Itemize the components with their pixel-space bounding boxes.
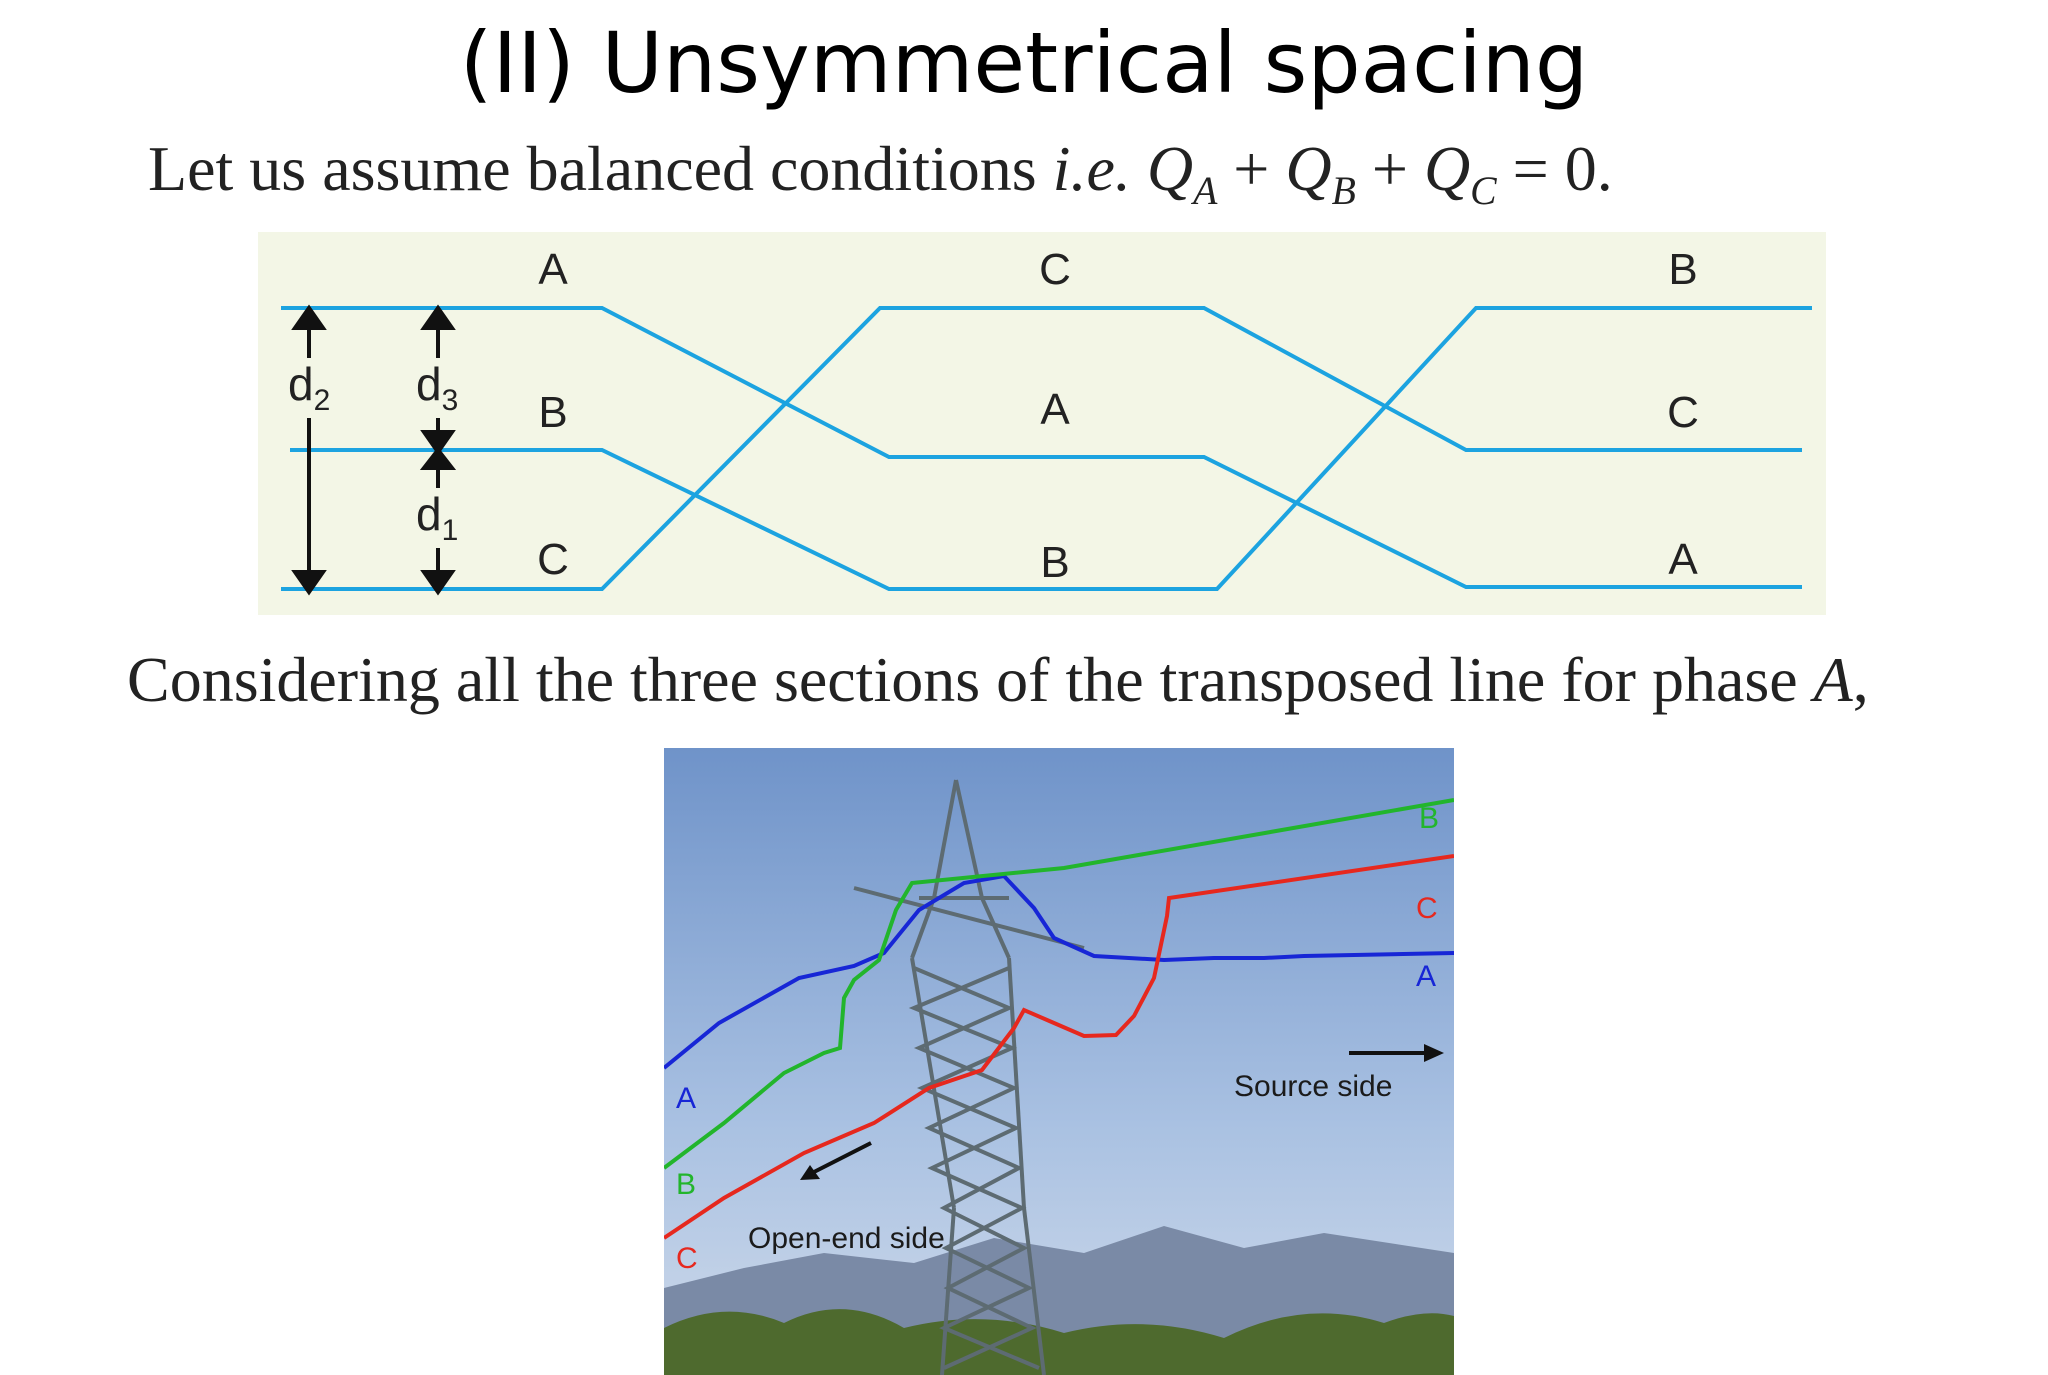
phase-b-top-label: B bbox=[1419, 802, 1439, 835]
open-end-side-label: Open-end side bbox=[748, 1222, 945, 1255]
phase-symbol: A bbox=[1813, 644, 1853, 715]
vegetation bbox=[664, 1309, 1454, 1375]
phase-a-left-label: A bbox=[676, 1082, 696, 1115]
tower-lattice bbox=[853, 779, 1085, 1375]
phase-b-left-label: B bbox=[676, 1168, 696, 1201]
source-arrowhead bbox=[1424, 1044, 1444, 1062]
phase-b-wire bbox=[664, 798, 1454, 1170]
phase-c-conductor bbox=[281, 306, 1802, 591]
equals-zero: = 0. bbox=[1496, 133, 1613, 204]
source-side-label: Source side bbox=[1234, 1070, 1392, 1103]
ie-abbrev: i.e. bbox=[1052, 133, 1131, 204]
balanced-condition-statement: Let us assume balanced conditions i.e. Q… bbox=[148, 132, 1613, 214]
section3-bottom-label: A bbox=[1668, 535, 1698, 584]
dim-d3-label: d3 bbox=[416, 358, 458, 417]
dim-d1-label: d1 bbox=[416, 488, 458, 547]
statement-tail: , bbox=[1852, 644, 1869, 715]
transmission-tower-photo: B C A A B C Source side Open-end side bbox=[664, 748, 1454, 1375]
statement-prefix: Let us assume balanced conditions bbox=[148, 133, 1053, 204]
phase-c-wire bbox=[664, 854, 1454, 1240]
section2-mid-label: A bbox=[1040, 385, 1070, 434]
dim-d2-label: d2 bbox=[288, 358, 330, 417]
section1-top-label: A bbox=[538, 245, 568, 294]
open-end-arrowhead bbox=[800, 1165, 820, 1180]
section1-bottom-label: C bbox=[537, 535, 569, 584]
plus-sign: + bbox=[1217, 133, 1286, 204]
transposition-diagram: d2 d3 d1 A C B B A C C B A bbox=[258, 232, 1826, 615]
section3-top-label: B bbox=[1668, 245, 1697, 294]
statement-text: Considering all the three sections of th… bbox=[127, 644, 1814, 715]
section2-top-label: C bbox=[1039, 245, 1071, 294]
phase-b-conductor bbox=[290, 306, 1812, 591]
phase-a-top-label: A bbox=[1416, 960, 1436, 993]
plus-sign: + bbox=[1355, 133, 1424, 204]
section2-bottom-label: B bbox=[1040, 538, 1069, 587]
section1-mid-label: B bbox=[538, 388, 567, 437]
diagram-background bbox=[258, 232, 1826, 615]
q-c-symbol: QC bbox=[1423, 133, 1497, 213]
q-b-symbol: QB bbox=[1285, 133, 1356, 213]
section3-mid-label: C bbox=[1667, 388, 1699, 437]
q-a-symbol: QA bbox=[1146, 133, 1218, 213]
phase-a-conductor bbox=[281, 306, 1802, 589]
transposed-line-statement: Considering all the three sections of th… bbox=[127, 643, 1869, 717]
page-title: (II) Unsymmetrical spacing bbox=[459, 14, 1589, 112]
phase-a-wire bbox=[664, 873, 1454, 1070]
phase-c-top-label: C bbox=[1416, 892, 1438, 925]
phase-c-left-label: C bbox=[676, 1242, 698, 1275]
